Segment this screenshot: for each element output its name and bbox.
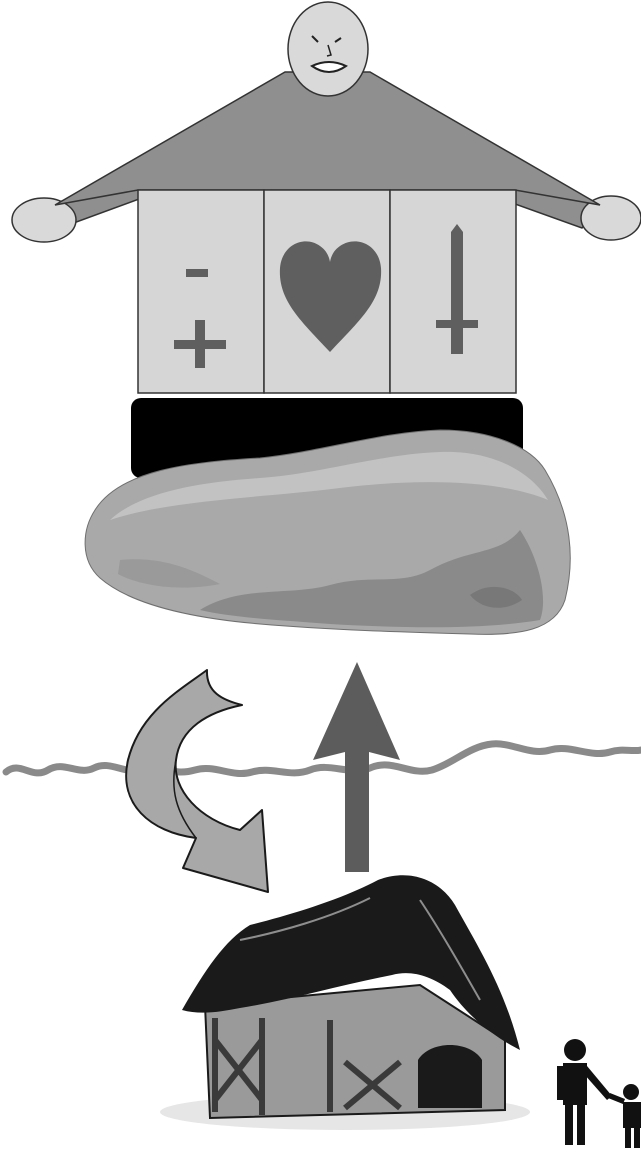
- head: [288, 2, 368, 96]
- hut: [160, 875, 530, 1130]
- people-icon: [557, 1039, 641, 1148]
- curved-arrow-down-icon: [126, 670, 268, 892]
- house-figure: [12, 2, 641, 478]
- left-hand: [12, 198, 76, 242]
- minus-icon: [186, 269, 208, 277]
- panel-row: [138, 190, 516, 393]
